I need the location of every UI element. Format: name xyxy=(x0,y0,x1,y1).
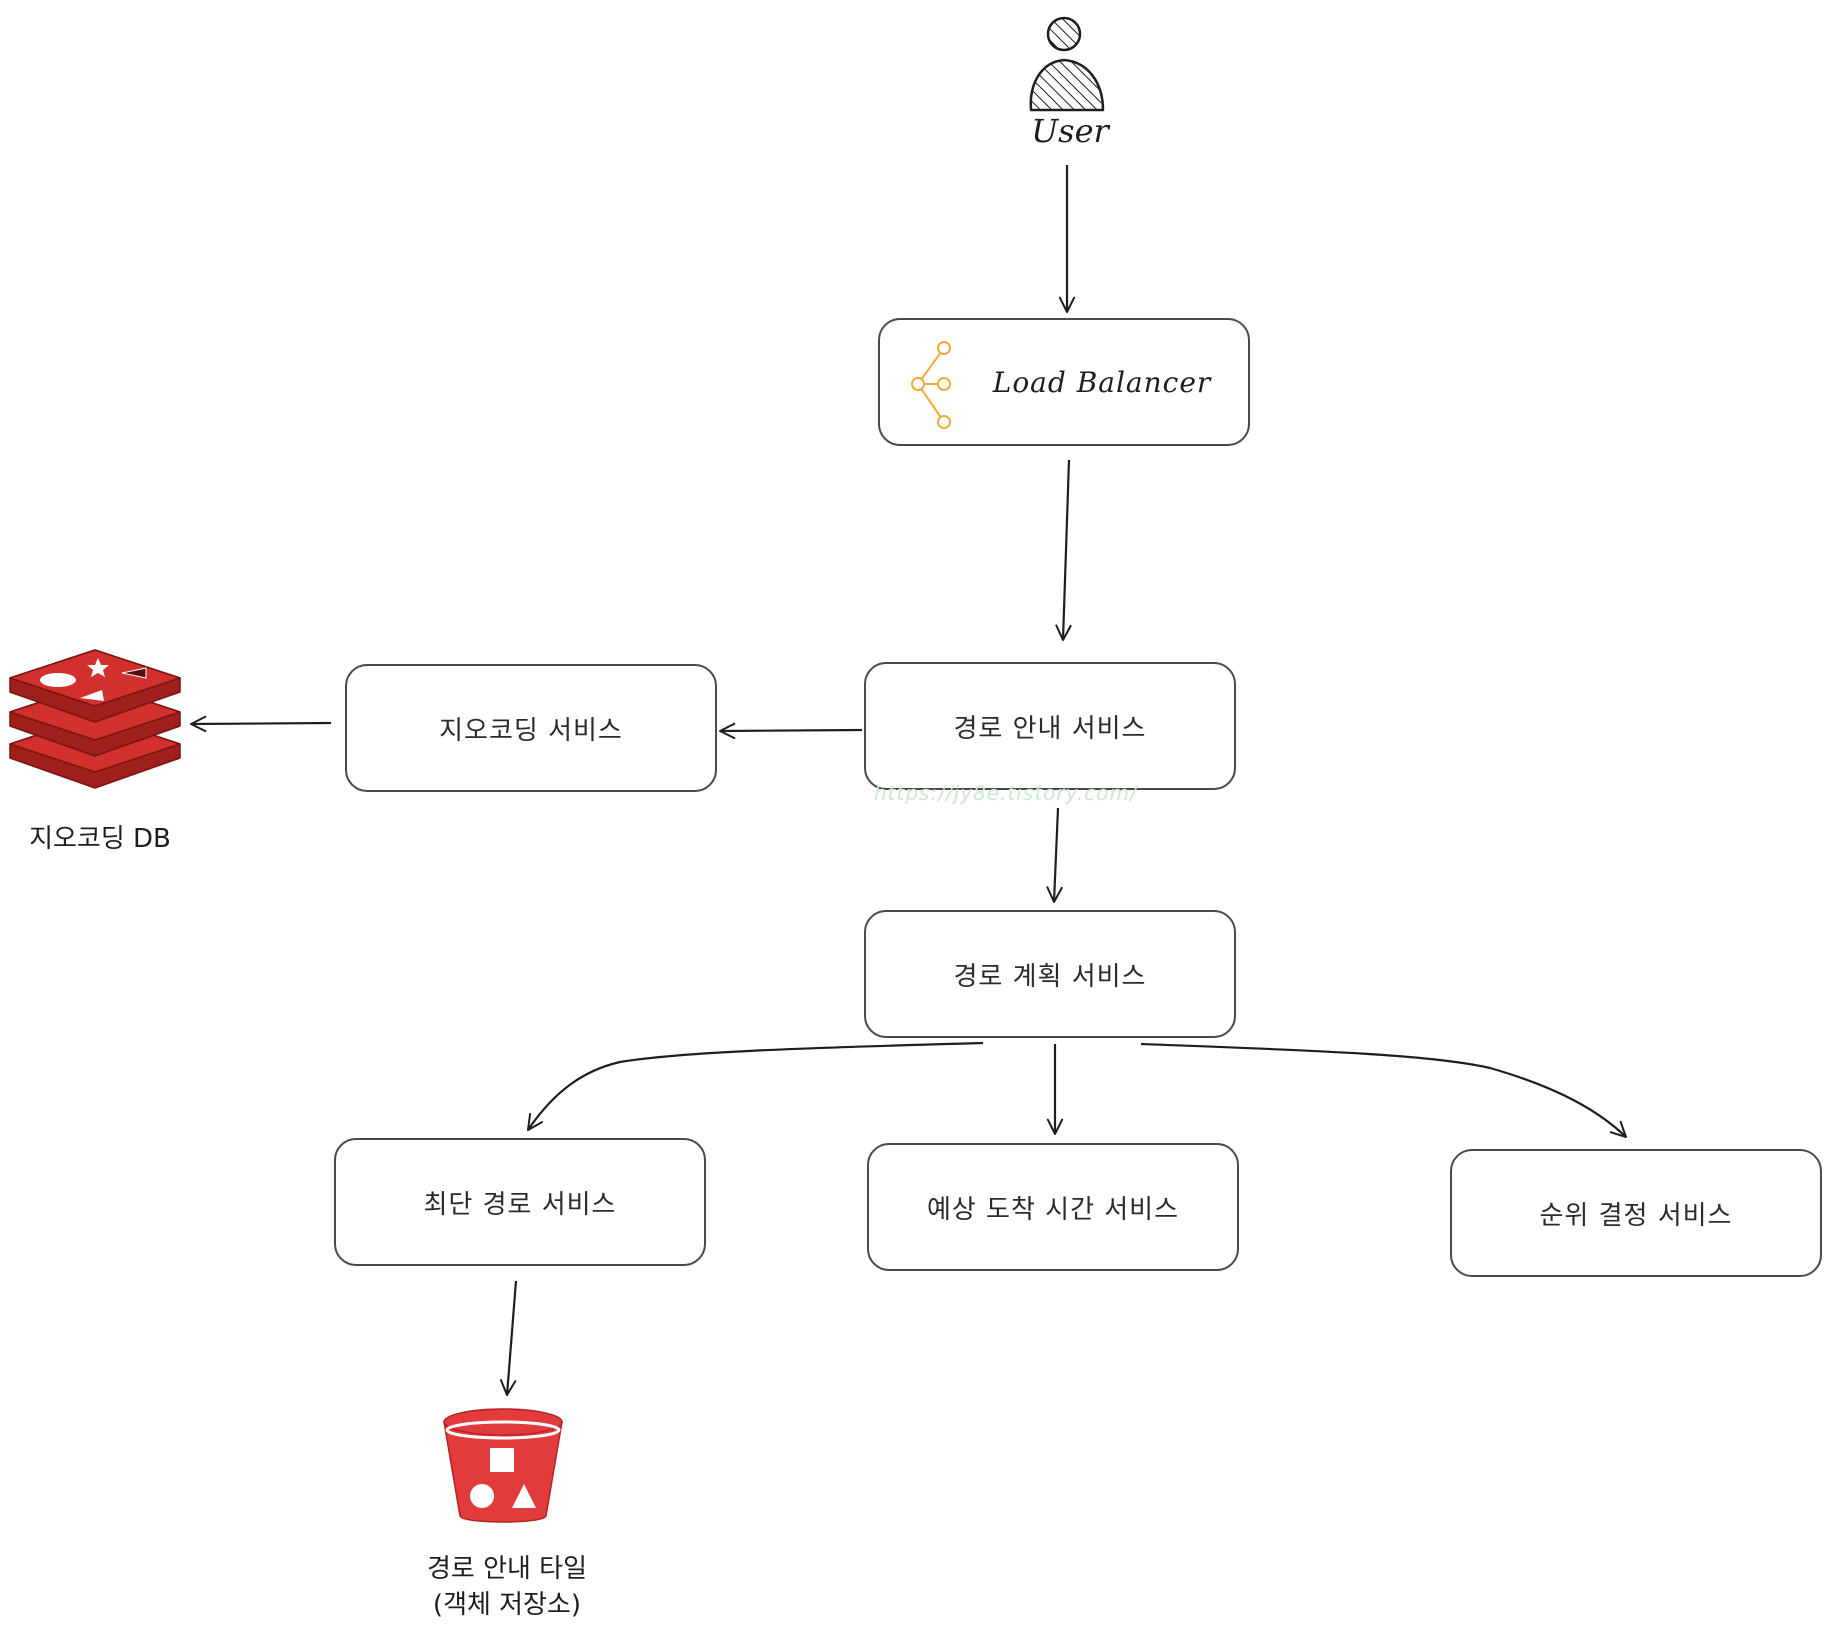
edge-geocoding-to-db xyxy=(190,715,332,733)
watermark: https://jy8e.tistory.com/ xyxy=(874,781,1138,805)
load-balancer-icon xyxy=(911,341,951,429)
tiles-label-line2: (객체 저장소) xyxy=(432,1590,582,1620)
user-label: User xyxy=(1031,112,1109,150)
ranking-service-label: 순위 결정 서비스 xyxy=(1539,1200,1733,1231)
edge-planning-to-ranking xyxy=(1140,1042,1627,1138)
geocoding-service-label: 지오코딩 서비스 xyxy=(439,715,623,746)
route-planning-service-node[interactable]: 경로 계획 서비스 xyxy=(864,910,1236,1038)
edge-route-guidance-to-geocoding xyxy=(719,722,863,740)
load-balancer-label: Load Balancer xyxy=(992,365,1212,399)
shortest-path-service-node[interactable]: 최단 경로 서비스 xyxy=(334,1138,706,1266)
edge-lb-to-route-guidance xyxy=(1055,459,1072,641)
redis-database-icon xyxy=(9,649,181,789)
ranking-service-node[interactable]: 순위 결정 서비스 xyxy=(1450,1149,1822,1277)
geocoding-db-label: 지오코딩 DB xyxy=(29,824,171,854)
load-balancer-node[interactable]: Load Balancer xyxy=(878,318,1250,446)
eta-service-node[interactable]: 예상 도착 시간 서비스 xyxy=(867,1143,1239,1271)
user-icon xyxy=(1029,16,1105,112)
geocoding-service-node[interactable]: 지오코딩 서비스 xyxy=(345,664,717,792)
route-planning-service-label: 경로 계획 서비스 xyxy=(953,961,1147,992)
eta-service-label: 예상 도착 시간 서비스 xyxy=(926,1194,1180,1225)
tiles-label-line1: 경로 안내 타일 xyxy=(426,1554,588,1584)
object-storage-bucket-icon xyxy=(443,1408,563,1523)
route-guidance-service-node[interactable]: 경로 안내 서비스 xyxy=(864,662,1236,790)
route-guidance-service-label: 경로 안내 서비스 xyxy=(953,713,1147,744)
edge-shortest-to-tiles xyxy=(499,1280,518,1396)
shortest-path-service-label: 최단 경로 서비스 xyxy=(423,1189,617,1220)
edge-route-guidance-to-planning xyxy=(1046,807,1063,903)
edge-planning-to-shortest xyxy=(527,1041,984,1131)
